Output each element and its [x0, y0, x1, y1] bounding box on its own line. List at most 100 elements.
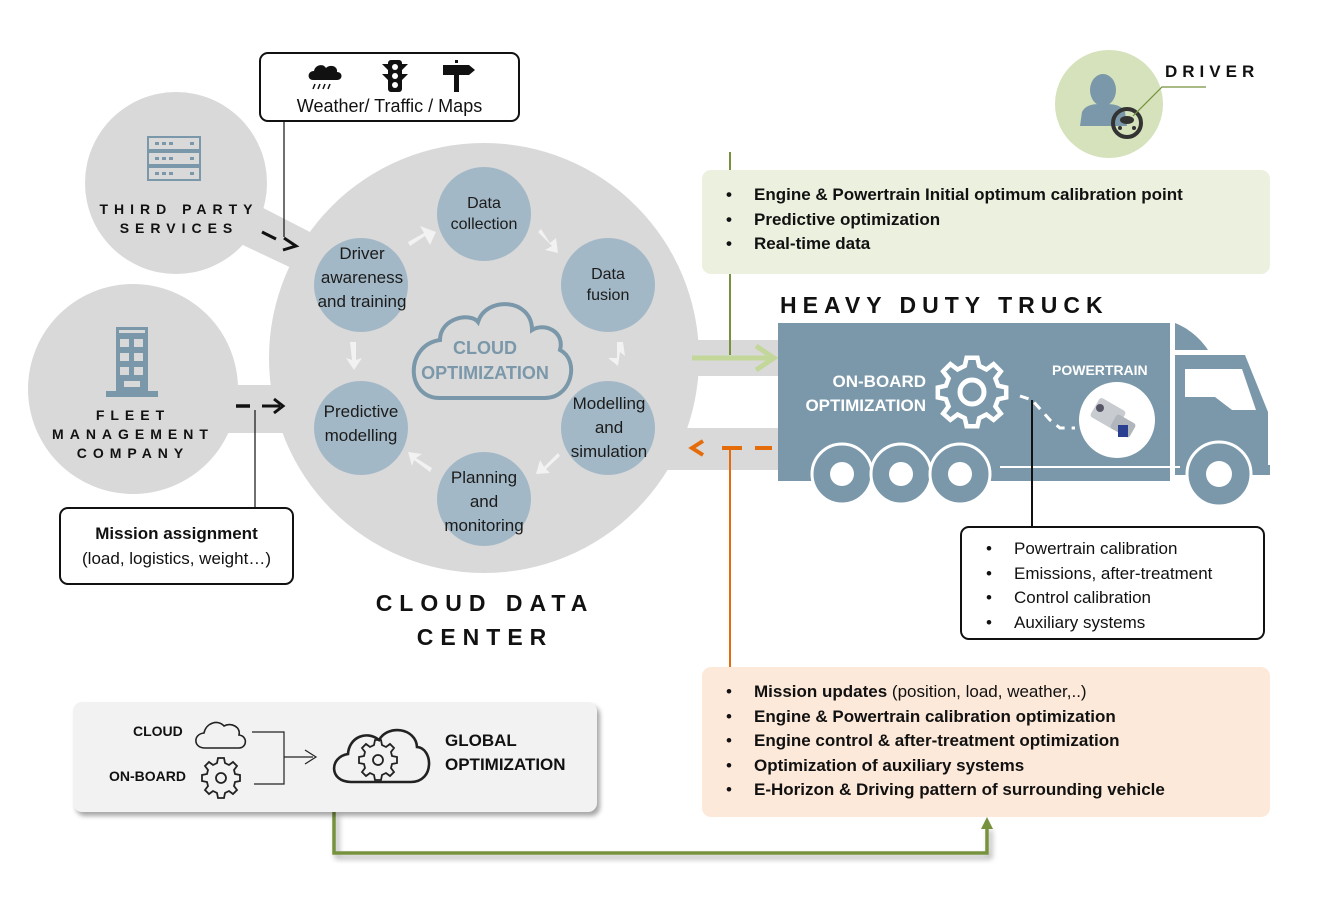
fleet-label-line: MANAGEMENT — [52, 426, 214, 442]
third-party-arrow — [261, 230, 277, 241]
cloud-data-center-title-line: CLOUD DATA — [375, 590, 595, 616]
cycle-arrow — [608, 342, 625, 366]
cycle-arrow — [536, 453, 560, 474]
third-party-label-line: THIRD PARTY — [99, 201, 259, 217]
uplink-arrowhead — [754, 343, 779, 373]
cloud-optimization-text: CLOUD — [453, 338, 517, 358]
node-text: and — [594, 418, 624, 437]
mission-subtitle: (load, logistics, weight…) — [82, 549, 271, 568]
global-to-updates-arrowhead — [981, 817, 993, 829]
third-party-label-line: SERVICES — [119, 220, 239, 236]
truck-input-item: Predictive optimization — [702, 208, 1270, 233]
updates-item: E-Horizon & Driving pattern of surroundi… — [702, 778, 1270, 803]
onboard-callout: Powertrain calibration Emissions, after-… — [960, 526, 1265, 640]
cycle-arrow — [538, 229, 558, 253]
node-text: Data — [467, 195, 501, 212]
truck-input-item: Real-time data — [702, 232, 1270, 257]
truck-cab-roof — [1175, 323, 1208, 350]
node-label-modelling-simulation: Modelling and simulation — [554, 390, 664, 466]
node-planning-monitoring — [437, 452, 531, 546]
rain-cloud-icon — [307, 62, 343, 97]
cloud-data-center-title: CLOUD DATA CENTER — [340, 586, 630, 654]
server-rack-icon — [146, 135, 202, 183]
updates-list: Mission updates (position, load, weather… — [702, 680, 1270, 803]
node-text: and training — [317, 292, 407, 311]
updates-item-bold: Optimization of auxiliary systems — [754, 755, 1025, 775]
fleet-label: FLEET MANAGEMENT COMPANY — [30, 406, 236, 463]
cycle-arrow — [346, 342, 362, 370]
node-label-driver-awareness: Driver awareness and training — [303, 240, 421, 316]
weather-traffic-maps-callout: Weather/ Traffic / Maps — [259, 52, 520, 122]
node-driver-awareness — [314, 238, 408, 332]
node-text: Planning — [450, 468, 518, 487]
updates-item: Optimization of auxiliary systems — [702, 754, 1270, 779]
updates-item-detail: (position, load, weather,..) — [887, 682, 1087, 701]
updates-item: Engine & Powertrain calibration optimiza… — [702, 705, 1270, 730]
node-label-data-fusion: Data fusion — [558, 260, 658, 310]
node-text: and — [469, 492, 499, 511]
driver-title: DRIVER — [1165, 62, 1260, 81]
truck-input-panel: Engine & Powertrain Initial optimum cali… — [702, 170, 1270, 274]
node-data-collection — [437, 167, 531, 261]
node-label-planning-monitoring: Planning and monitoring — [429, 464, 539, 540]
node-text: monitoring — [444, 516, 524, 535]
fleet-label-line: FLEET — [95, 407, 171, 423]
node-text: Predictive — [323, 402, 399, 421]
onboard-optimization-label: ON-BOARD OPTIMIZATION — [790, 370, 926, 418]
small-cloud-icon — [195, 721, 247, 749]
node-modelling-simulation — [561, 381, 655, 475]
node-predictive-modelling — [314, 381, 408, 475]
global-optimization-text: GLOBAL — [445, 731, 517, 750]
powertrain-label: POWERTRAIN — [1052, 362, 1148, 378]
truck-wheel-hub — [1206, 461, 1232, 487]
merge-arrowhead — [304, 749, 318, 765]
node-text: fusion — [586, 287, 630, 304]
office-building-icon — [106, 327, 158, 399]
node-data-fusion — [561, 238, 655, 332]
truck-window — [1185, 369, 1256, 410]
updates-item: Engine control & after-treatment optimiz… — [702, 729, 1270, 754]
cloud-data-center-title-line: CENTER — [416, 624, 554, 650]
third-party-arrowhead — [282, 236, 300, 252]
onboard-callout-item: Auxiliary systems — [962, 611, 1263, 636]
onboard-gear-icon — [935, 355, 1009, 429]
node-label-predictive-modelling: Predictive modelling — [306, 398, 416, 450]
small-gear-icon — [201, 757, 241, 799]
cycle-arrow — [408, 226, 436, 246]
global-panel-graphics — [195, 721, 431, 799]
onboard-callout-item: Powertrain calibration — [962, 537, 1263, 562]
updates-panel: Mission updates (position, load, weather… — [702, 667, 1270, 817]
global-optimization-panel: CLOUD ON-BOARD GLOBAL OPTIMIZATION — [73, 702, 597, 812]
updates-item-bold: E-Horizon & Driving pattern of surroundi… — [754, 780, 1165, 799]
traffic-light-icon — [382, 60, 408, 97]
driver-leader-line — [1132, 86, 1206, 117]
node-text: awareness — [320, 268, 404, 287]
onboard-text: OPTIMIZATION — [805, 396, 926, 415]
signpost-icon — [441, 60, 477, 97]
node-text: collection — [450, 216, 518, 233]
fleet-arrowhead — [273, 397, 286, 415]
node-text: Modelling — [572, 394, 646, 413]
global-optimization-label: GLOBAL OPTIMIZATION — [445, 729, 566, 777]
global-gear-icon — [358, 739, 398, 781]
truck-input-list: Engine & Powertrain Initial optimum cali… — [702, 183, 1270, 257]
node-text: Data — [591, 266, 625, 283]
truck-wheel-hub — [948, 462, 972, 486]
cycle-arrows — [346, 226, 625, 474]
node-text: modelling — [324, 426, 398, 445]
node-text: simulation — [570, 442, 648, 461]
truck-title: HEAVY DUTY TRUCK — [780, 292, 1109, 318]
global-optimization-text: OPTIMIZATION — [445, 755, 566, 774]
truck-wheel-hub — [889, 462, 913, 486]
downlink-arrowhead — [688, 439, 705, 457]
onboard-callout-list: Powertrain calibration Emissions, after-… — [962, 537, 1263, 635]
engine-icon — [1090, 398, 1136, 438]
updates-item-bold: Engine control & after-treatment optimiz… — [754, 731, 1120, 750]
onboard-callout-item: Emissions, after-treatment — [962, 562, 1263, 587]
cycle-arrow — [408, 452, 432, 472]
mission-title: Mission assignment — [95, 524, 258, 543]
merge-connector — [252, 731, 313, 785]
global-onboard-label: ON-BOARD — [109, 768, 186, 784]
cloud-optimization-text: OPTIMIZATION — [421, 363, 549, 383]
